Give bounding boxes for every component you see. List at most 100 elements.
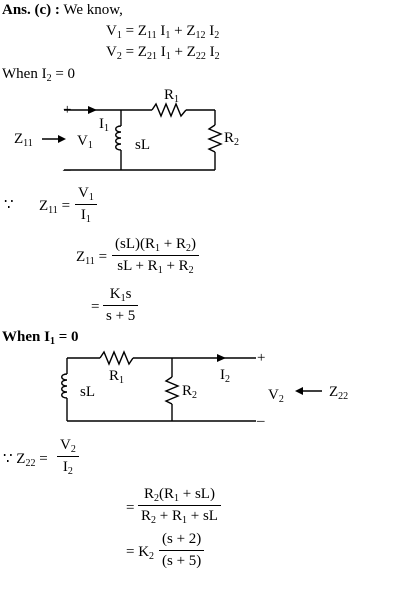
sub: 2 <box>154 493 159 504</box>
sub: 21 <box>146 51 157 62</box>
t: I <box>80 207 86 223</box>
numerator: K1s <box>103 287 138 305</box>
t: R <box>141 508 152 524</box>
sub: 1 <box>88 192 94 203</box>
minus-terminal-1: – <box>63 162 71 178</box>
because-symbol-1: ∵ <box>4 197 14 213</box>
z22-label: Z22 <box>329 384 349 402</box>
label: I <box>220 367 225 383</box>
heading-text: = 0 <box>54 329 79 345</box>
label: Z <box>39 198 49 214</box>
v1-label: V1 <box>77 133 93 151</box>
label: Z <box>14 131 24 147</box>
sub: 1 <box>49 336 55 347</box>
denominator: (s + 5) <box>159 550 205 569</box>
label: R <box>182 383 193 399</box>
numerator: V1 <box>75 186 97 204</box>
sub: 1 <box>174 493 179 504</box>
sub: 2 <box>67 466 73 477</box>
t: + sL <box>186 508 218 524</box>
label: R <box>164 87 175 103</box>
t: I <box>62 459 68 475</box>
equals-4: = <box>126 500 135 516</box>
sub: 1 <box>120 293 126 304</box>
sl-label-2: sL <box>80 384 95 400</box>
v1-symbol: V <box>106 23 117 39</box>
eq-part: I <box>205 44 215 60</box>
sub: 1 <box>155 243 160 254</box>
case1-heading: When I2 = 0 <box>2 67 75 84</box>
sub: 1 <box>174 94 180 105</box>
sub: 22 <box>25 458 36 469</box>
equals: = <box>61 198 71 214</box>
sub: 1 <box>104 123 109 134</box>
sub: 12 <box>195 30 206 41</box>
current-label-2: I2 <box>220 367 230 385</box>
sub: 11 <box>85 256 95 267</box>
sub: 2 <box>214 30 220 41</box>
v1-equation: V1 = Z11 I1 + Z12 I2 <box>106 23 220 41</box>
current-arrow-icon <box>217 354 226 362</box>
arrow-left-icon <box>295 387 303 395</box>
t: K <box>109 286 121 302</box>
label: V <box>77 133 88 149</box>
t: (R <box>159 486 174 502</box>
sub: 2 <box>192 390 198 401</box>
t: V <box>78 185 89 201</box>
r2-label-1: R2 <box>224 130 240 148</box>
eq-part: I <box>156 44 166 60</box>
fraction-z11-expr: (sL)(R1 + R2) sL + R1 + R2 <box>112 236 199 276</box>
sub: 22 <box>338 391 349 402</box>
t: (sL)(R <box>115 236 155 252</box>
t: + R <box>162 258 189 274</box>
fraction-v1-i1: V1 I1 <box>75 186 97 225</box>
t: s + 5 <box>106 308 136 324</box>
sub: 2 <box>151 515 157 526</box>
sub: 1 <box>157 265 163 276</box>
sub: 2 <box>188 265 194 276</box>
minus-terminal-2: – <box>257 413 265 429</box>
fraction-z22-expr: R2(R1 + sL) R2 + R1 + sL <box>138 487 221 526</box>
z22-lhs: ∵ Z22 = <box>3 451 48 469</box>
t: sL + R <box>117 258 158 274</box>
t: R <box>143 486 154 502</box>
sub: 2 <box>234 137 240 148</box>
t: + R <box>160 236 186 252</box>
numerator: R2(R1 + sL) <box>138 487 221 505</box>
sub: 1 <box>85 214 91 225</box>
current-label-1: I1 <box>99 116 109 134</box>
sub: 1 <box>165 51 171 62</box>
t: + R <box>156 508 182 524</box>
eq-part: I <box>156 23 166 39</box>
t: = K <box>126 544 150 560</box>
plus-terminal-1: + <box>63 102 72 118</box>
sub: 11 <box>146 30 157 41</box>
sub: 1 <box>87 140 93 151</box>
denominator: s + 5 <box>103 305 139 324</box>
label: R <box>224 130 235 146</box>
sub: 11 <box>48 205 58 216</box>
label: I <box>99 116 104 132</box>
v2-equation: V2 = Z21 I1 + Z22 I2 <box>106 44 220 62</box>
sub: 2 <box>46 73 52 84</box>
sub: 1 <box>181 515 187 526</box>
v2-symbol: V <box>106 44 117 60</box>
sub: 2 <box>185 243 191 254</box>
sub: 2 <box>70 444 76 455</box>
answer-line: Ans. (c) : We know, <box>2 3 123 18</box>
equals: = <box>39 451 48 467</box>
t: s <box>125 286 132 302</box>
current-arrow-icon <box>88 106 97 114</box>
denominator: I2 <box>57 456 79 477</box>
fraction-k2: (s + 2) (s + 5) <box>159 532 205 569</box>
label: Z <box>329 384 339 400</box>
r2-label-2: R2 <box>182 383 198 401</box>
arrow-right-icon <box>58 135 66 143</box>
sub: 1 <box>119 375 125 386</box>
denominator: R2 + R1 + sL <box>138 505 221 526</box>
plus-terminal-2: + <box>257 350 266 366</box>
answer-label: Ans. (c) : <box>2 2 60 18</box>
sub: 11 <box>23 138 33 149</box>
